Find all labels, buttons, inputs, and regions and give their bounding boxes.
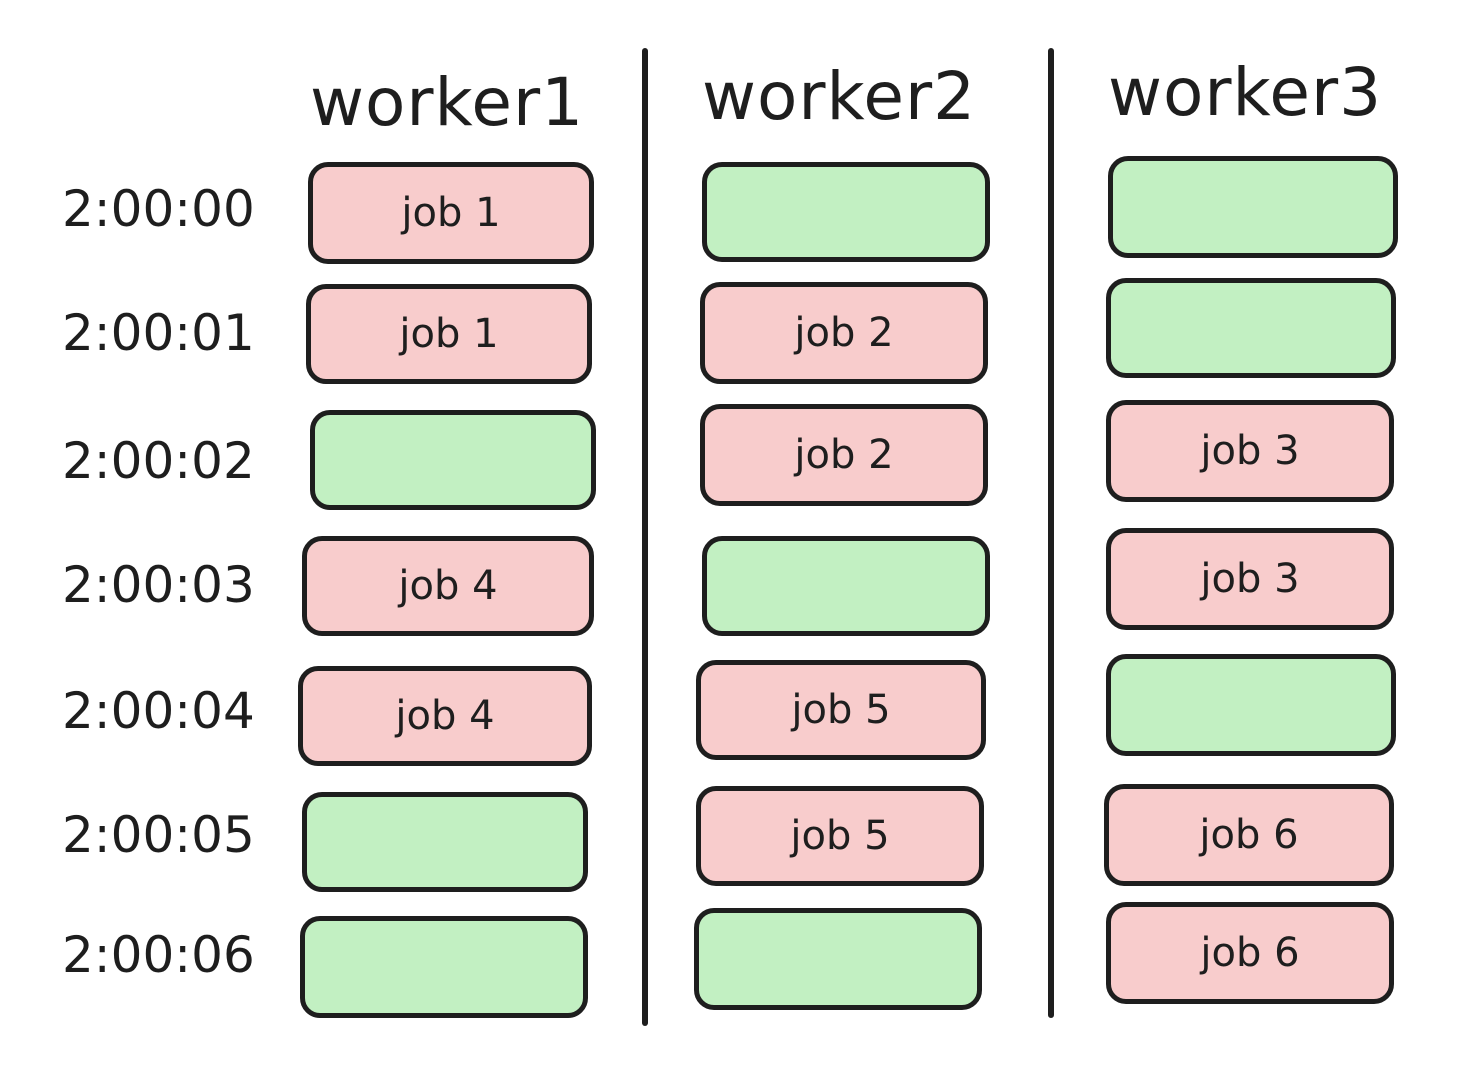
worker3-slot-5: job 6 bbox=[1104, 784, 1394, 886]
slot-label: job 6 bbox=[1200, 930, 1300, 976]
slot-label: job 5 bbox=[791, 687, 891, 733]
worker3-slot-6: job 6 bbox=[1106, 902, 1394, 1004]
worker2-slot-4: job 5 bbox=[696, 660, 986, 760]
slot-label: job 4 bbox=[398, 563, 498, 609]
worker1-slot-3: job 4 bbox=[302, 536, 594, 636]
worker3-slot-2: job 3 bbox=[1106, 400, 1394, 502]
time-label-3: 2:00:03 bbox=[62, 556, 255, 614]
worker2-slot-3 bbox=[702, 536, 990, 636]
worker3-slot-4 bbox=[1106, 654, 1396, 756]
time-label-5: 2:00:05 bbox=[62, 806, 255, 864]
worker3-slot-1 bbox=[1106, 278, 1396, 378]
worker2-slot-2: job 2 bbox=[700, 404, 988, 506]
worker1-slot-5 bbox=[302, 792, 588, 892]
worker2-slot-6 bbox=[694, 908, 982, 1010]
time-label-6: 2:00:06 bbox=[62, 926, 255, 984]
worker2-slot-1: job 2 bbox=[700, 282, 988, 384]
slot-label: job 1 bbox=[401, 190, 501, 236]
worker3-slot-0 bbox=[1108, 156, 1398, 258]
time-label-4: 2:00:04 bbox=[62, 682, 255, 740]
slot-label: job 1 bbox=[399, 311, 499, 357]
worker2-header: worker2 bbox=[702, 58, 977, 135]
time-label-1: 2:00:01 bbox=[62, 304, 255, 362]
worker3-slot-3: job 3 bbox=[1106, 528, 1394, 630]
worker1-slot-6 bbox=[300, 916, 588, 1018]
slot-label: job 3 bbox=[1200, 428, 1300, 474]
column-divider-1 bbox=[642, 48, 648, 1026]
slot-label: job 4 bbox=[395, 693, 495, 739]
worker3-header: worker3 bbox=[1108, 54, 1383, 131]
worker2-slot-5: job 5 bbox=[696, 786, 984, 886]
worker1-header: worker1 bbox=[310, 64, 585, 141]
slot-label: job 6 bbox=[1199, 812, 1299, 858]
worker1-slot-4: job 4 bbox=[298, 666, 592, 766]
time-label-2: 2:00:02 bbox=[62, 432, 255, 490]
worker2-slot-0 bbox=[702, 162, 990, 262]
slot-label: job 5 bbox=[790, 813, 890, 859]
slot-label: job 2 bbox=[794, 432, 894, 478]
worker1-slot-2 bbox=[310, 410, 596, 510]
column-divider-2 bbox=[1048, 48, 1054, 1018]
time-label-0: 2:00:00 bbox=[62, 180, 255, 238]
slot-label: job 2 bbox=[794, 310, 894, 356]
slot-label: job 3 bbox=[1200, 556, 1300, 602]
worker1-slot-1: job 1 bbox=[306, 284, 592, 384]
worker1-slot-0: job 1 bbox=[308, 162, 594, 264]
